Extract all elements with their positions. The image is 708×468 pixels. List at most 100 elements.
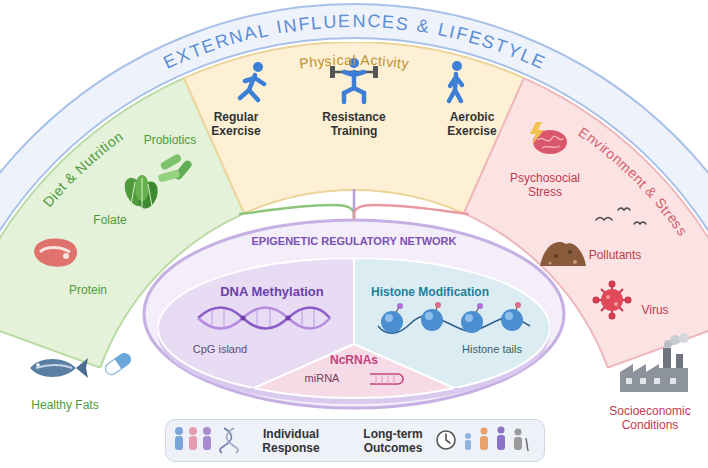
virus-icon — [601, 289, 623, 311]
pill-icon — [103, 351, 133, 377]
nucleosome-icon — [435, 302, 441, 308]
lifting-figure — [349, 58, 359, 68]
people-icon — [189, 427, 197, 435]
factory-icon — [679, 333, 689, 343]
arc-letter: i — [332, 53, 336, 67]
life-course-icon — [465, 433, 471, 439]
arc-letter: h — [308, 55, 317, 70]
fish-icon — [76, 358, 88, 378]
item-label: Resistance Training — [312, 110, 396, 139]
network-title: EPIGENETIC REGULATORY NETWORK — [252, 235, 457, 248]
segment-caption: CpG island — [193, 343, 247, 356]
mirna-hairpin-icon — [376, 374, 394, 384]
life-course-icon — [514, 437, 522, 450]
item-label: Healthy Fats — [31, 398, 98, 412]
small-dna-icon — [220, 428, 238, 453]
meat-icon — [34, 239, 77, 267]
arc-letter: L — [311, 13, 323, 32]
pollution-pile-icon — [554, 254, 558, 258]
virus-icon — [594, 282, 631, 319]
life-course-icon — [498, 427, 505, 434]
clock-icon — [437, 431, 455, 449]
birds-icon — [596, 218, 612, 221]
arc-letter: I — [275, 18, 283, 37]
dna-helix-icon — [212, 309, 314, 327]
nucleosome-icon — [425, 312, 433, 320]
node-outline — [158, 258, 550, 398]
spinach-icon — [135, 179, 161, 211]
arc-letter: y — [317, 54, 325, 69]
segment-title: NcRNAs — [330, 353, 378, 367]
arc-letter: N — [352, 12, 365, 30]
factory-icon — [640, 378, 646, 384]
segment-caption: miRNA — [305, 372, 340, 385]
virus-icon — [614, 302, 618, 306]
item-label: Protein — [69, 283, 107, 297]
probiotics-icon — [159, 153, 182, 171]
node-outline — [144, 220, 564, 408]
lifting-figure — [334, 71, 374, 74]
virus-icon — [610, 282, 615, 287]
factory-icon — [620, 333, 689, 392]
lifting-figure — [373, 66, 378, 78]
virus-icon — [610, 314, 615, 319]
clock-icon — [437, 431, 455, 449]
clock-icon — [446, 434, 450, 443]
spinach-icon — [121, 175, 150, 210]
birds-icon — [634, 222, 646, 224]
node-outline — [184, 42, 524, 213]
arc-letter: E — [338, 12, 350, 30]
segment-title: DNA Methylation — [220, 284, 324, 300]
nucleosome-icon — [505, 312, 513, 320]
outcome-text: Long-term Outcomes — [353, 427, 433, 456]
arc-letter: a — [344, 53, 352, 67]
item-label: Folate — [93, 213, 126, 227]
factory-icon — [626, 378, 632, 384]
factory-icon — [654, 378, 660, 384]
arc-letter: E — [382, 13, 395, 32]
life-course-icon — [497, 435, 505, 450]
dna-helix-icon — [241, 316, 246, 321]
nucleosome-icon — [501, 309, 523, 331]
probiotics-icon — [157, 153, 193, 183]
probiotics-icon — [157, 169, 180, 182]
pollution-pile-icon — [568, 250, 572, 254]
people-icon — [175, 427, 211, 450]
arc-letter: C — [367, 12, 381, 31]
nucleosome-icon — [465, 314, 473, 322]
small-dna-icon — [227, 428, 239, 453]
nucleosome-icon — [515, 302, 521, 308]
network-ellipse: EPIGENETIC REGULATORY NETWORK DNA Methyla… — [142, 218, 566, 410]
item-label: Pollutants — [589, 248, 642, 262]
life-course-icon — [480, 436, 488, 450]
arc-letter: F — [298, 14, 311, 33]
nucleosome-icon — [396, 305, 518, 312]
dna-helix-icon — [198, 308, 330, 329]
lifting-figure — [330, 58, 378, 102]
nucleosome-icon — [397, 303, 403, 309]
outcome-text: Individual Response — [251, 427, 331, 456]
dna-helix-icon — [198, 308, 330, 329]
meat-icon — [63, 253, 69, 259]
arc-letter: A — [242, 23, 258, 43]
life-course-icon — [481, 428, 488, 435]
stress-brain-icon — [538, 136, 563, 148]
pollution-pile-icon — [540, 242, 586, 266]
pollution-pile-icon — [548, 261, 551, 264]
arc-letter: N — [282, 16, 297, 36]
segment-caption: Histone tails — [462, 343, 522, 356]
node-outline — [254, 344, 454, 398]
virus-icon — [596, 284, 628, 316]
arc-letter: l — [352, 53, 355, 67]
walking-figure — [449, 61, 462, 101]
people-icon — [203, 436, 211, 450]
stress-brain-icon — [530, 122, 567, 154]
nucleosome-icon — [378, 316, 530, 334]
running-figure — [253, 62, 263, 72]
lifting-figure — [344, 72, 364, 102]
arc-letter: U — [323, 12, 337, 31]
